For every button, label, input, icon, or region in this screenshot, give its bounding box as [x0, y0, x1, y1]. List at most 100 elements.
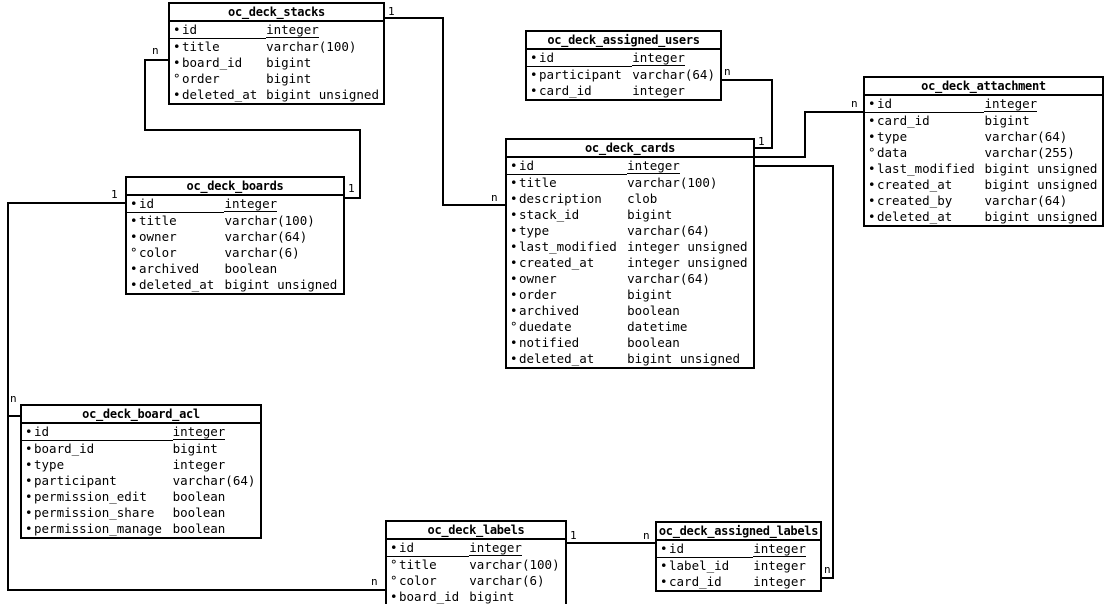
notnull-bullet-icon: • [510, 207, 518, 222]
notnull-bullet-icon: • [868, 177, 876, 192]
cardinality-label: n [851, 97, 858, 110]
field-name: •order [510, 287, 557, 302]
nullable-bullet-icon: ° [130, 245, 138, 260]
field-name: •card_id [660, 574, 722, 589]
notnull-bullet-icon: • [390, 540, 398, 555]
field-name: •owner [130, 229, 177, 244]
notnull-bullet-icon: • [130, 213, 138, 228]
entity-title: oc_deck_board_acl [22, 406, 260, 424]
notnull-bullet-icon: • [660, 558, 668, 573]
field-type: integer unsigned [627, 255, 748, 270]
field-type: integer [469, 540, 522, 556]
notnull-bullet-icon: • [510, 303, 518, 318]
field-row-duedate: °duedate datetime [507, 319, 753, 335]
field-type: integer [632, 83, 685, 98]
notnull-bullet-icon: • [25, 441, 33, 456]
field-name: •description [510, 191, 602, 206]
field-type: integer [627, 158, 680, 174]
field-name: •stack_id [510, 207, 580, 222]
connector-oc_deck_boards-to-oc_deck_labels [7, 202, 385, 591]
notnull-bullet-icon: • [390, 589, 398, 604]
field-type: bigint [266, 55, 312, 70]
notnull-bullet-icon: • [868, 161, 876, 176]
notnull-bullet-icon: • [130, 196, 138, 211]
notnull-bullet-icon: • [25, 457, 33, 472]
field-type: boolean [627, 303, 680, 318]
field-name: •deleted_at [130, 277, 215, 292]
field-name: •type [25, 457, 65, 472]
field-name: •id [170, 22, 267, 39]
notnull-bullet-icon: • [173, 39, 181, 54]
entity-title: oc_deck_assigned_labels [657, 523, 820, 541]
entity-title: oc_deck_boards [127, 178, 343, 196]
field-type: bigint [266, 71, 312, 86]
field-type: datetime [627, 319, 688, 334]
field-type: varchar(6) [224, 245, 300, 260]
field-name: •permission_share [25, 505, 155, 520]
notnull-bullet-icon: • [868, 209, 876, 224]
field-type: varchar(64) [627, 223, 710, 238]
field-name: °duedate [510, 319, 572, 334]
field-type: bigint unsigned [266, 87, 379, 102]
field-row-archived: •archived boolean [507, 303, 753, 319]
field-name: •deleted_at [510, 351, 595, 366]
field-type: bigint unsigned [627, 351, 741, 366]
notnull-bullet-icon: • [510, 271, 518, 286]
field-type: boolean [172, 521, 226, 536]
cardinality-label: n [724, 65, 731, 78]
field-name: •id [507, 158, 628, 175]
notnull-bullet-icon: • [173, 22, 181, 37]
field-type: boolean [224, 261, 278, 276]
field-name: •last_modified [868, 161, 975, 176]
field-name: •archived [510, 303, 580, 318]
notnull-bullet-icon: • [510, 223, 518, 238]
field-type: integer [266, 22, 319, 38]
field-name: •board_id [25, 441, 95, 456]
field-type: varchar(64) [627, 271, 710, 286]
field-type: clob [627, 191, 658, 206]
field-name: •id [22, 424, 173, 441]
field-name: •board_id [173, 55, 243, 70]
field-name: •deleted_at [868, 209, 953, 224]
field-type: varchar(100) [627, 175, 718, 190]
connector-oc_deck_stacks-to-oc_deck_cards [385, 17, 505, 206]
field-type: boolean [627, 335, 680, 350]
field-name: •id [127, 196, 225, 213]
field-name: •id [657, 541, 754, 558]
notnull-bullet-icon: • [130, 261, 138, 276]
field-type: bigint unsigned [984, 161, 1098, 176]
field-type: varchar(64) [224, 229, 308, 244]
field-type: bigint unsigned [984, 177, 1098, 192]
field-name: °data [868, 145, 908, 160]
cardinality-label: n [152, 44, 159, 57]
notnull-bullet-icon: • [510, 158, 518, 173]
connector-oc_deck_cards-to-oc_deck_assigned_users [722, 79, 773, 149]
notnull-bullet-icon: • [173, 87, 181, 102]
nullable-bullet-icon: ° [510, 319, 518, 334]
notnull-bullet-icon: • [660, 574, 668, 589]
